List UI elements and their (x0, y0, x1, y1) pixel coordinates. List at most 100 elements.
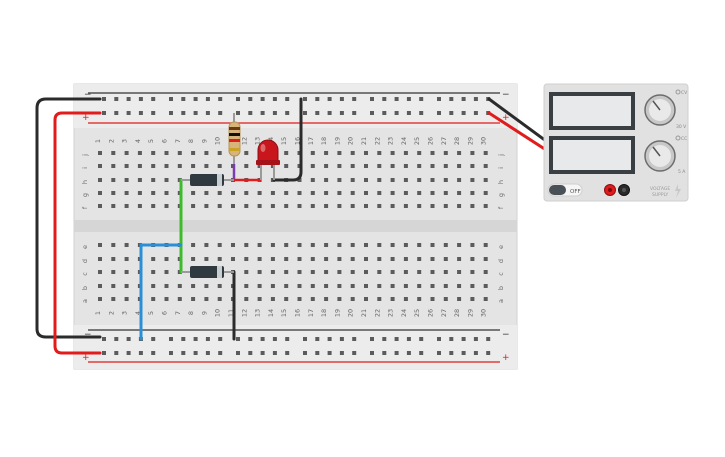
terminal-hole[interactable] (337, 270, 342, 274)
rail-hole[interactable] (193, 351, 198, 355)
terminal-hole[interactable] (151, 297, 156, 301)
terminal-hole[interactable] (191, 243, 196, 247)
terminal-hole[interactable] (483, 297, 488, 301)
terminal-hole[interactable] (390, 164, 395, 168)
rail-hole[interactable] (370, 111, 374, 115)
terminal-hole[interactable] (137, 204, 142, 208)
rail-hole[interactable] (370, 351, 374, 355)
terminal-hole[interactable] (483, 178, 488, 182)
rail-hole[interactable] (272, 111, 277, 115)
terminal-hole[interactable] (98, 151, 102, 155)
terminal-hole[interactable] (470, 297, 475, 301)
rail-hole[interactable] (339, 97, 344, 101)
terminal-hole[interactable] (377, 164, 382, 168)
terminal-hole[interactable] (231, 243, 235, 247)
rail-hole[interactable] (151, 351, 156, 355)
terminal-hole[interactable] (231, 191, 235, 195)
terminal-hole[interactable] (164, 151, 169, 155)
terminal-hole[interactable] (98, 164, 102, 168)
terminal-hole[interactable] (443, 151, 448, 155)
terminal-hole[interactable] (364, 191, 368, 195)
rail-hole[interactable] (461, 97, 466, 101)
terminal-hole[interactable] (390, 151, 395, 155)
rail-hole[interactable] (437, 337, 441, 341)
terminal-hole[interactable] (257, 191, 262, 195)
terminal-hole[interactable] (204, 151, 209, 155)
terminal-hole[interactable] (350, 204, 355, 208)
terminal-hole[interactable] (284, 257, 289, 261)
rail-hole[interactable] (248, 351, 253, 355)
terminal-hole[interactable] (164, 270, 169, 274)
terminal-hole[interactable] (257, 243, 262, 247)
terminal-hole[interactable] (310, 204, 315, 208)
terminal-hole[interactable] (231, 204, 235, 208)
terminal-hole[interactable] (350, 151, 355, 155)
terminal-hole[interactable] (403, 297, 408, 301)
terminal-hole[interactable] (364, 164, 368, 168)
rail-hole[interactable] (315, 337, 320, 341)
terminal-hole[interactable] (244, 270, 249, 274)
rail-hole[interactable] (339, 337, 344, 341)
rail-hole[interactable] (169, 337, 173, 341)
rail-hole[interactable] (352, 337, 357, 341)
terminal-hole[interactable] (204, 257, 209, 261)
terminal-hole[interactable] (364, 257, 368, 261)
terminal-hole[interactable] (310, 297, 315, 301)
terminal-hole[interactable] (337, 151, 342, 155)
terminal-hole[interactable] (377, 297, 382, 301)
terminal-hole[interactable] (377, 204, 382, 208)
rail-hole[interactable] (126, 351, 131, 355)
terminal-hole[interactable] (297, 257, 302, 261)
diode-bottom[interactable] (181, 266, 234, 278)
terminal-hole[interactable] (483, 270, 488, 274)
terminal-hole[interactable] (244, 243, 249, 247)
terminal-hole[interactable] (457, 284, 462, 288)
rail-hole[interactable] (151, 97, 156, 101)
terminal-hole[interactable] (257, 204, 262, 208)
rail-hole[interactable] (394, 111, 399, 115)
terminal-hole[interactable] (324, 178, 329, 182)
terminal-hole[interactable] (377, 284, 382, 288)
terminal-hole[interactable] (270, 204, 275, 208)
terminal-hole[interactable] (217, 257, 222, 261)
rail-hole[interactable] (339, 111, 344, 115)
wire-blue[interactable] (139, 243, 183, 341)
terminal-hole[interactable] (417, 297, 422, 301)
terminal-hole[interactable] (244, 284, 249, 288)
wire-black-left[interactable] (35, 97, 102, 339)
terminal-hole[interactable] (191, 297, 196, 301)
terminal-hole[interactable] (111, 243, 116, 247)
rail-hole[interactable] (473, 351, 478, 355)
terminal-hole[interactable] (350, 297, 355, 301)
terminal-hole[interactable] (98, 297, 102, 301)
terminal-hole[interactable] (217, 164, 222, 168)
terminal-hole[interactable] (124, 270, 129, 274)
rail-hole[interactable] (437, 111, 441, 115)
terminal-hole[interactable] (470, 164, 475, 168)
rail-hole[interactable] (181, 111, 186, 115)
terminal-hole[interactable] (204, 243, 209, 247)
terminal-hole[interactable] (403, 178, 408, 182)
rail-hole[interactable] (114, 111, 119, 115)
terminal-hole[interactable] (137, 151, 142, 155)
rail-hole[interactable] (126, 337, 131, 341)
rail-hole[interactable] (394, 351, 399, 355)
rail-hole[interactable] (285, 337, 290, 341)
terminal-hole[interactable] (257, 164, 262, 168)
terminal-hole[interactable] (270, 284, 275, 288)
terminal-hole[interactable] (284, 243, 289, 247)
terminal-hole[interactable] (270, 257, 275, 261)
rail-hole[interactable] (218, 351, 223, 355)
terminal-hole[interactable] (430, 257, 435, 261)
terminal-hole[interactable] (403, 270, 408, 274)
terminal-hole[interactable] (403, 284, 408, 288)
rail-hole[interactable] (248, 111, 253, 115)
terminal-hole[interactable] (483, 191, 488, 195)
terminal-hole[interactable] (297, 243, 302, 247)
terminal-hole[interactable] (111, 257, 116, 261)
terminal-hole[interactable] (483, 243, 488, 247)
rail-hole[interactable] (102, 97, 106, 101)
terminal-hole[interactable] (390, 191, 395, 195)
terminal-hole[interactable] (350, 178, 355, 182)
